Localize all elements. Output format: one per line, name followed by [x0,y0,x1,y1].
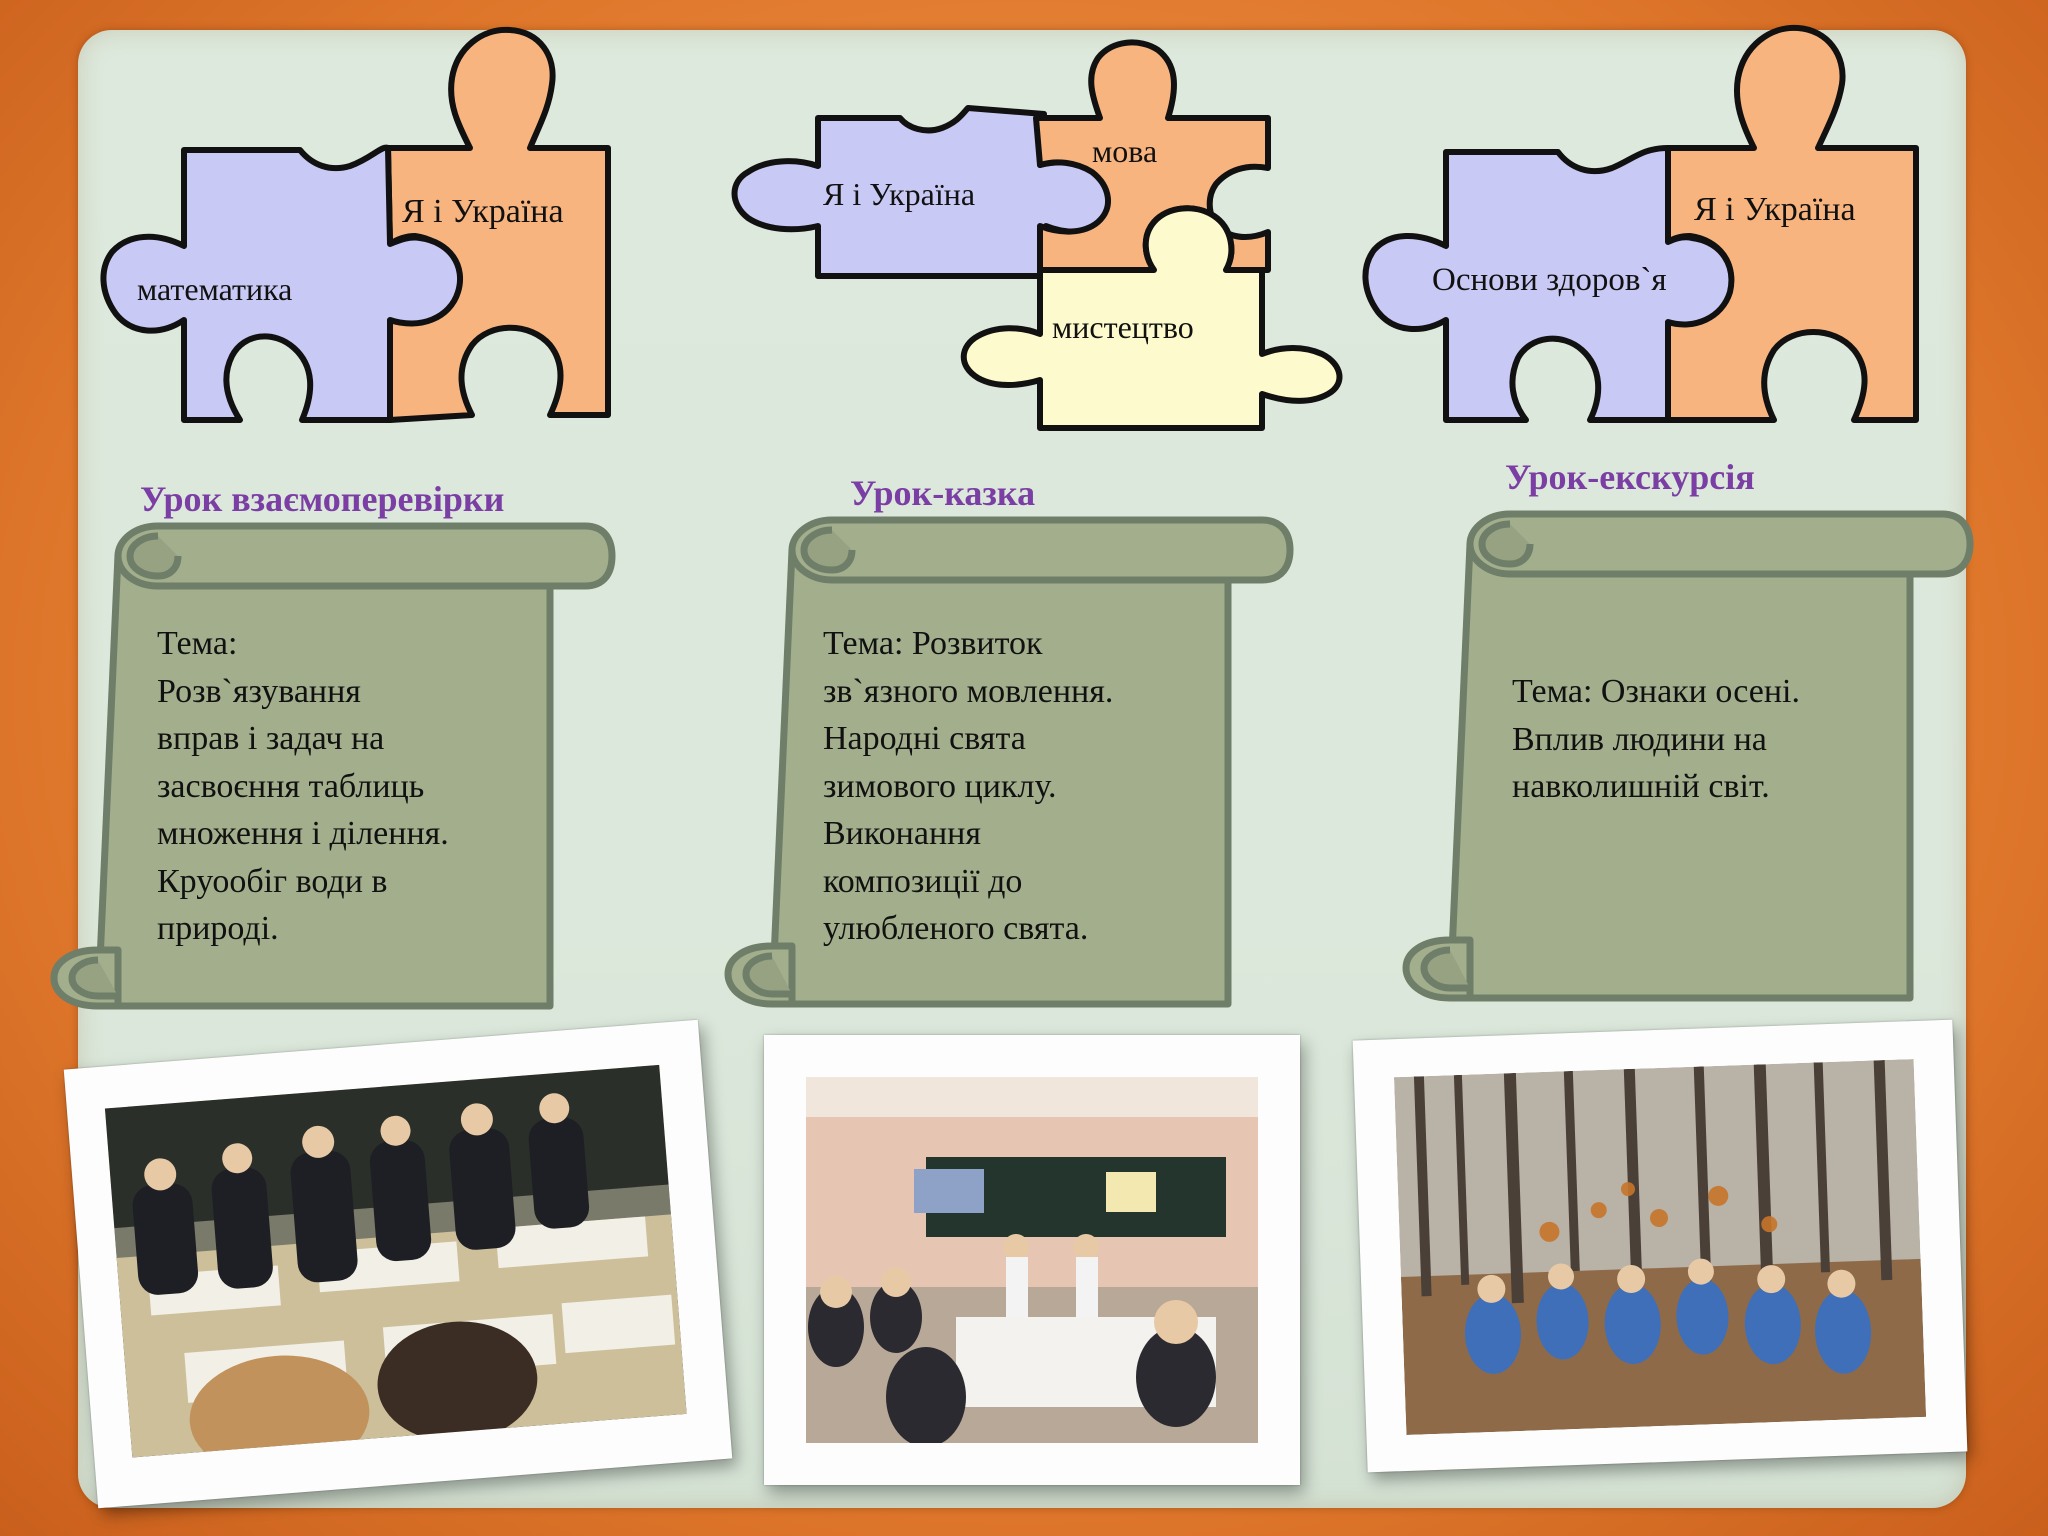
lesson-topic-1: Тема: Розв`язування вправ і задач на зас… [157,625,449,947]
photo-frame-3 [1352,1019,1968,1473]
puzzle-label-ukraine-middle: Я і Україна [823,176,975,212]
photo-frame-1 [63,1019,733,1509]
lesson-topic-3: Тема: Ознаки осені. Вплив людини на навк… [1512,673,1800,805]
puzzle-label-ukraine-left: Я і Україна [402,193,564,230]
scroll-banner-3 [1402,510,1974,1002]
scroll-banner-2 [724,516,1294,1008]
puzzle-label-math: математика [137,271,292,307]
puzzle-piece-cream-middle [960,205,1343,431]
puzzle-label-language: мова [1092,133,1157,169]
photo-autumn-excursion [1393,1059,1927,1435]
lesson-title-2: Урок-казка [850,473,1036,513]
puzzle-piece-lavender-right [1362,145,1735,423]
lesson-title-3: Урок-екскурсія [1505,457,1755,497]
puzzle-label-art: мистецтво [1052,309,1194,345]
puzzle-label-ukraine-right: Я і Україна [1694,191,1856,228]
scroll-banner-1 [50,522,616,1010]
photo-classroom-lesson [104,1064,687,1458]
puzzle-piece-lavender-left [100,144,463,423]
photo-frame-2 [764,1035,1300,1485]
lesson-title-1: Урок взаємоперевірки [140,479,505,519]
lesson-topic-2: Тема: Розвиток зв`язного мовлення. Народ… [823,625,1114,947]
puzzle-label-health: Основи здоров`я [1432,262,1667,298]
photo-fairy-tale-lesson [806,1077,1258,1443]
